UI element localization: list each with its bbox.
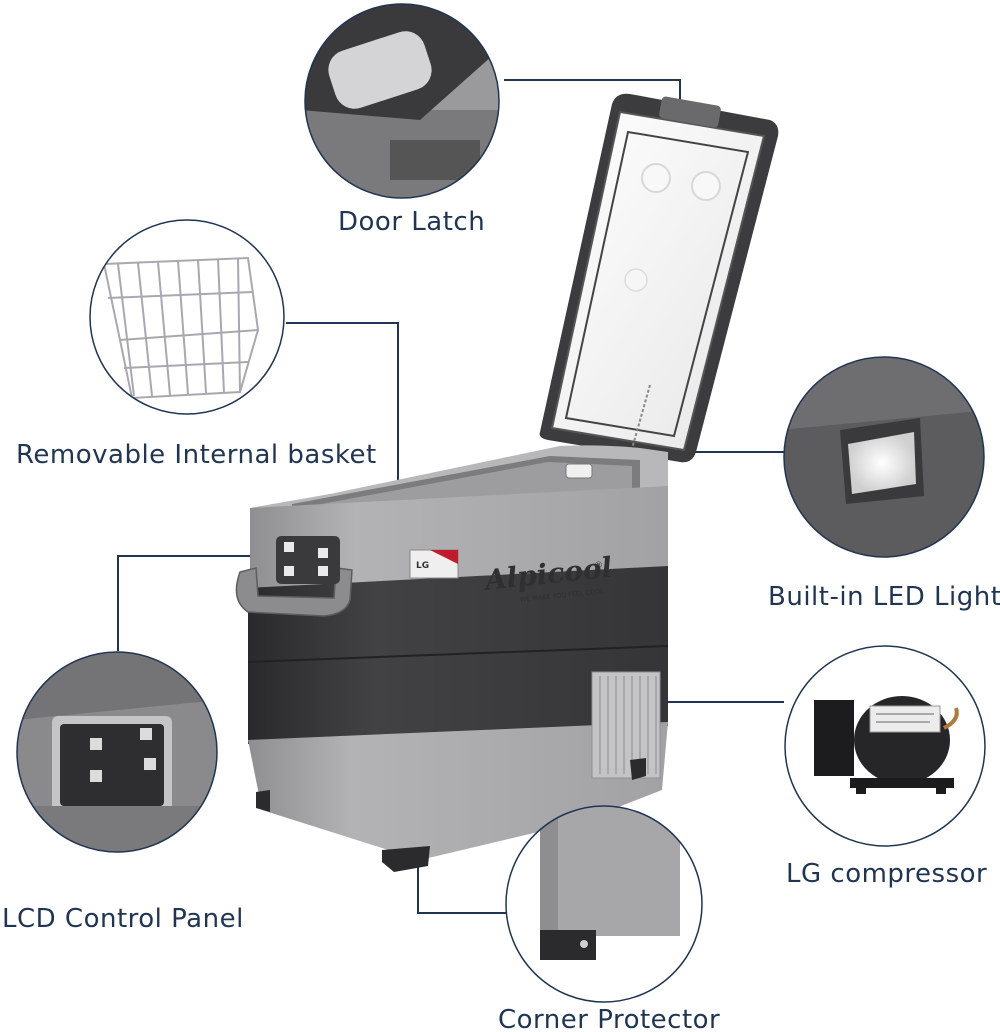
inset-compressor <box>785 646 985 846</box>
inset-lcd-panel <box>17 652 217 852</box>
inset-led-light <box>784 357 984 557</box>
lg-badge <box>409 549 459 579</box>
leader-line-basket <box>286 322 399 512</box>
vent-grille <box>591 671 661 779</box>
inset-basket-frame <box>89 219 285 415</box>
inset-door-latch-frame <box>304 3 500 199</box>
label-corner-protector: Corner Protector <box>498 1005 721 1032</box>
inset-compressor-frame <box>784 645 986 847</box>
lid-latch <box>659 96 721 128</box>
inset-lcd-panel-frame <box>16 651 218 853</box>
leader-line-lcd <box>117 555 286 651</box>
corner-protector-right <box>630 758 646 780</box>
label-led-light: Built-in LED Light <box>768 582 1000 612</box>
inset-corner-protector <box>506 806 702 1002</box>
cooler <box>235 93 779 872</box>
cooler-handle <box>235 567 353 617</box>
brand-registered-mark: ® <box>594 561 603 571</box>
label-lcd-control-panel: LCD Control Panel <box>2 904 244 934</box>
label-lg-compressor: LG compressor <box>786 859 988 889</box>
led-light-small <box>565 463 593 479</box>
corner-protector-left <box>256 790 270 812</box>
corner-protector-front <box>382 846 430 872</box>
leader-line-corner <box>417 858 506 914</box>
inset-corner-protector-frame <box>505 805 703 1003</box>
cooler-lid <box>539 93 779 471</box>
inset-door-latch <box>305 4 499 198</box>
inset-led-light-frame <box>783 356 985 558</box>
label-removable-basket: Removable Internal basket <box>16 440 377 470</box>
label-door-latch: Door Latch <box>338 207 486 237</box>
inset-basket <box>90 220 284 414</box>
lg-badge-text: LG <box>416 561 429 571</box>
